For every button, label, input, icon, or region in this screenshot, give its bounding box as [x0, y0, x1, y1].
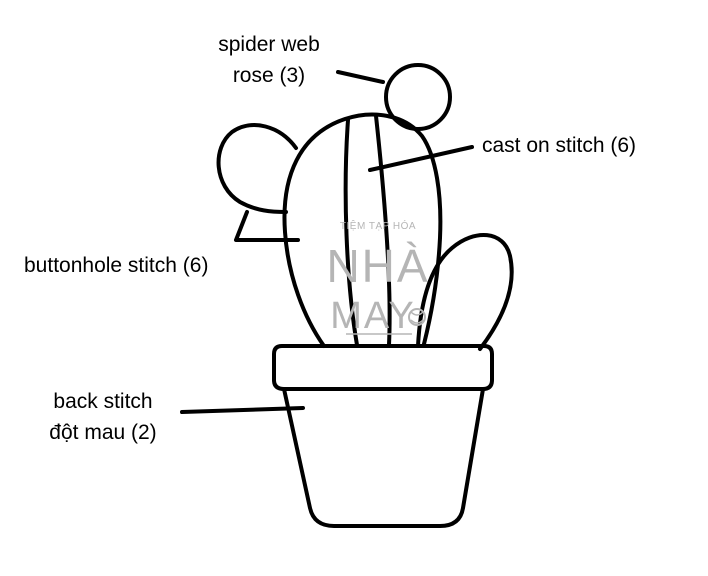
watermark-line-2: NHÀ: [326, 240, 429, 292]
label-back-stitch-line-2: đột mau (2): [30, 417, 176, 448]
label-back-stitch: back stitch đột mau (2): [30, 386, 176, 448]
leader-line-spider-web-rose: [338, 72, 383, 82]
label-spider-web-rose-line-2: rose (3): [196, 60, 342, 91]
leader-line-back-stitch: [182, 408, 303, 412]
pot-base: [284, 389, 483, 526]
leader-line-cast-on-stitch: [370, 147, 472, 170]
spider-web-rose-flower: [386, 65, 450, 129]
label-back-stitch-line-1: back stitch: [30, 386, 176, 417]
label-spider-web-rose: spider web rose (3): [196, 29, 342, 91]
pot-rim: [274, 346, 492, 389]
watermark-line-3: MAY: [330, 295, 416, 337]
leader-line-buttonhole-stitch: [236, 212, 298, 240]
watermark-logo: TIỆM TẠP HÓA NHÀ MAY: [326, 219, 429, 337]
watermark-line-1: TIỆM TẠP HÓA: [340, 219, 416, 232]
label-cast-on-stitch: cast on stitch (6): [482, 130, 636, 161]
label-cast-on-stitch-text: cast on stitch (6): [482, 130, 636, 161]
cactus-right-arm: [418, 235, 512, 349]
label-spider-web-rose-line-1: spider web: [196, 29, 342, 60]
label-buttonhole-stitch: buttonhole stitch (6): [24, 250, 208, 281]
label-buttonhole-stitch-text: buttonhole stitch (6): [24, 250, 208, 281]
